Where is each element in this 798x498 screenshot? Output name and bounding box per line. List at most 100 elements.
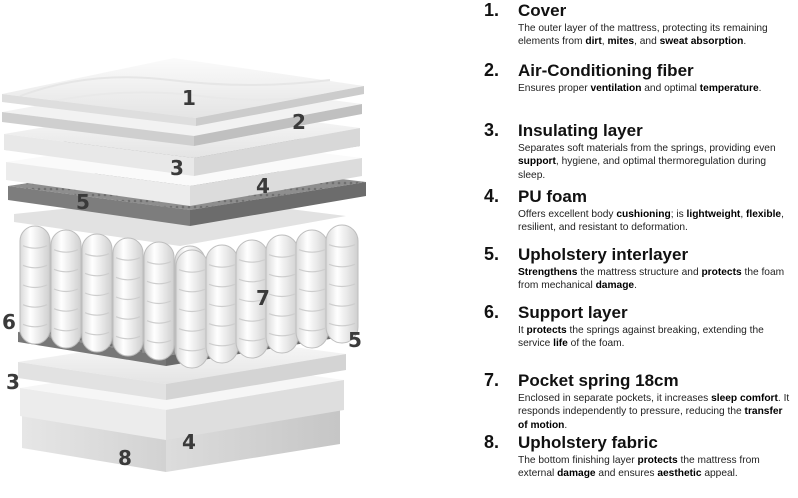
description-text: the mattress from external <box>518 455 760 480</box>
description-emphasis: protects <box>637 455 678 466</box>
legend-item-title: Pocket spring 18cm <box>518 371 679 390</box>
legend-item-6: 6. Support layer It protects the springs a… <box>484 302 794 351</box>
callout-pocket-springs: 7 <box>256 286 270 310</box>
legend-item-description: Enclosed in separate pockets, it increas… <box>518 392 794 432</box>
legend-item-number: 5. <box>484 244 500 264</box>
callout-cover: 1 <box>182 86 196 110</box>
callout-support: 6 <box>2 310 16 334</box>
description-text: ; is <box>670 209 687 220</box>
legend-item-heading: 8. Upholstery fabric <box>484 432 794 453</box>
description-text: of the foam. <box>567 338 625 350</box>
legend-item-heading: 4. PU foam <box>484 186 794 207</box>
legend-item-heading: 2.Air-Conditioning fiber <box>484 60 794 81</box>
callout-fabric: 8 <box>118 446 132 470</box>
description-emphasis: sleep comfort <box>711 393 778 404</box>
description-text: Separates soft materials from the spring… <box>518 143 776 154</box>
legend-item-title: Cover <box>518 1 567 20</box>
legend-item-title: Support layer <box>518 303 628 322</box>
description-emphasis: transfer of motion <box>518 406 783 431</box>
description-text: . <box>634 280 637 292</box>
legend-item-number: 8. <box>484 432 500 452</box>
description-text: appeal. <box>701 468 738 480</box>
description-emphasis: damage <box>595 280 635 292</box>
spring-pocket <box>81 233 113 353</box>
description-text: , <box>601 36 608 48</box>
callout-insulating-top: 3 <box>170 156 184 180</box>
description-text: The outer layer of the mattress, protect… <box>518 23 768 48</box>
description-emphasis: protects <box>701 267 742 278</box>
legend-item-title: PU foam <box>518 187 587 206</box>
spring-pocket <box>325 224 359 344</box>
legend-item-description: It protects the springs against breaking… <box>518 324 794 351</box>
legend-item-number: 4. <box>484 186 500 206</box>
legend-item-description: Ensures proper ventilation and optimal t… <box>518 82 794 95</box>
legend-item-title: Upholstery fabric <box>518 433 658 452</box>
spring-pocket <box>235 239 269 359</box>
description-emphasis: support <box>518 156 556 168</box>
legend-item-description: Offers excellent body cushioning; is lig… <box>518 208 794 235</box>
callout-foam-bottom: 4 <box>182 430 196 454</box>
description-emphasis: life <box>553 338 568 350</box>
spring-pocket <box>112 237 144 357</box>
legend-item-heading: 3. Insulating layer <box>484 120 794 141</box>
description-emphasis: aesthetic <box>657 468 702 480</box>
legend-item-title: Upholstery interlayer <box>518 245 689 264</box>
description-text: the springs against breaking, extending … <box>518 325 764 350</box>
description-text: , <box>740 209 746 220</box>
description-text: the foam from mechanical <box>518 267 785 292</box>
description-text: . <box>743 36 747 48</box>
description-text: . <box>758 83 762 94</box>
legend-item-number: 3. <box>484 120 500 140</box>
description-text: , resilient, and resistant to deformatio… <box>518 209 784 234</box>
description-text: . <box>564 419 568 431</box>
description-emphasis: temperature <box>699 83 759 94</box>
description-emphasis: Strengthens <box>518 267 578 278</box>
description-emphasis: cushioning <box>616 209 671 220</box>
legend-item-number: 1. <box>484 0 500 20</box>
legend-item-description: Strengthens the mattress structure and p… <box>518 266 794 293</box>
spring-pocket <box>50 229 82 349</box>
legend-item-number: 7. <box>484 370 500 390</box>
legend-item-number: 6. <box>484 302 500 322</box>
legend-item-heading: 1. Cover <box>484 0 794 21</box>
callout-air-fiber: 2 <box>292 110 306 134</box>
legend-item-description: Separates soft materials from the spring… <box>518 142 794 182</box>
description-text: the mattress structure and <box>577 267 702 278</box>
legend-item-title: Air-Conditioning fiber <box>518 61 694 80</box>
description-emphasis: ventilation <box>590 83 642 94</box>
description-emphasis: flexible <box>745 209 782 220</box>
legend-item-description: The outer layer of the mattress, protect… <box>518 22 794 49</box>
legend-item-heading: 6. Support layer <box>484 302 794 323</box>
spring-pocket <box>175 249 209 369</box>
description-emphasis: damage <box>557 468 596 480</box>
mattress-layers-illustration <box>2 58 366 472</box>
description-text: Enclosed in separate pockets, it increas… <box>518 393 712 404</box>
description-text: and ensures <box>595 468 658 480</box>
description-emphasis: dirt <box>585 36 602 48</box>
legend-item-title: Insulating layer <box>518 121 643 140</box>
description-text: Offers excellent body <box>518 209 617 220</box>
description-text: . It responds independently to pressure,… <box>518 393 790 418</box>
spring-pocket <box>19 225 51 345</box>
description-text: Ensures proper <box>518 83 591 94</box>
description-emphasis: mites <box>607 36 635 48</box>
description-emphasis: lightweight <box>686 209 741 220</box>
legend-item-heading: 7. Pocket spring 18cm <box>484 370 794 391</box>
description-text: , and <box>634 36 660 48</box>
callout-insulating-bottom: 3 <box>6 370 20 394</box>
callout-foam-top: 4 <box>256 174 270 198</box>
description-text: , hygiene, and optimal thermoregulation … <box>518 156 767 181</box>
description-text: and optimal <box>641 83 700 94</box>
callout-interlayer-bottom: 5 <box>348 328 362 352</box>
layer-1-cover <box>2 58 364 126</box>
spring-pocket <box>143 241 175 361</box>
callout-interlayer-top: 5 <box>76 190 90 214</box>
legend-item-heading: 5. Upholstery interlayer <box>484 244 794 265</box>
